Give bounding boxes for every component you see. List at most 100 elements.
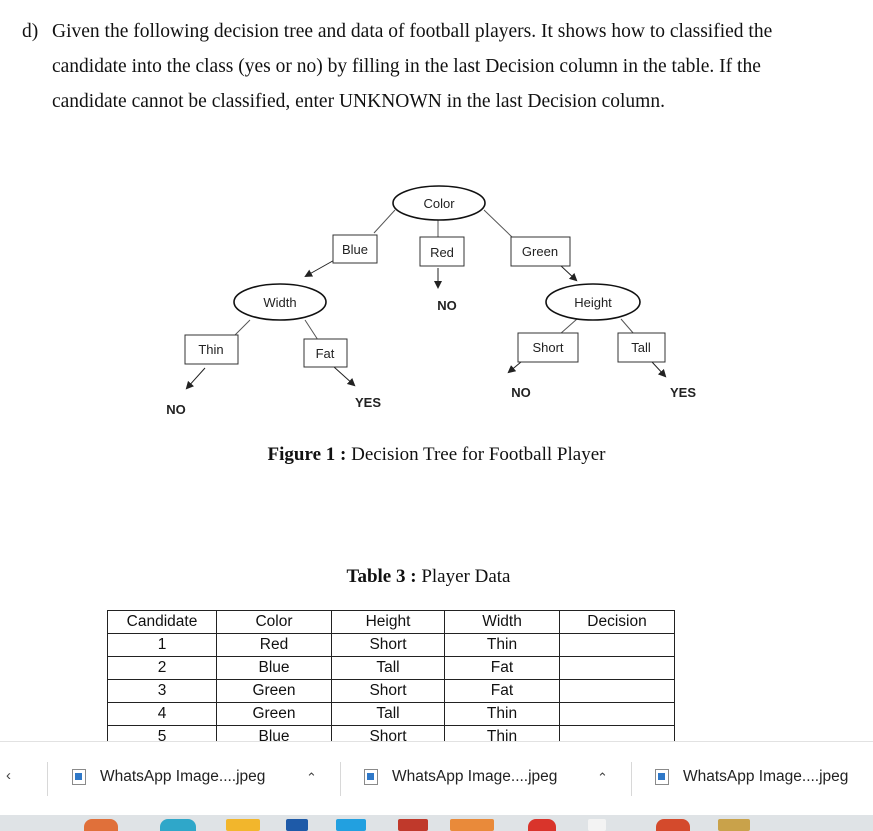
download-item[interactable]: WhatsApp Image....jpeg <box>364 768 557 786</box>
table-row: 5 Blue Short Thin <box>107 725 675 741</box>
branch-fat-label: Fat <box>316 346 335 361</box>
taskbar-app-icon[interactable] <box>286 819 308 831</box>
cell-height: Short <box>331 633 445 657</box>
cell-candidate: 1 <box>107 633 217 657</box>
cell-width: Thin <box>444 633 560 657</box>
download-item[interactable]: WhatsApp Image....jpeg <box>655 768 848 786</box>
cell-width: Thin <box>444 702 560 726</box>
cell-candidate: 4 <box>107 702 217 726</box>
chevron-left-icon[interactable]: ‹ <box>6 767 11 784</box>
branch-tall-label: Tall <box>631 340 651 355</box>
taskbar-app-icon[interactable] <box>336 819 366 831</box>
download-item-name: WhatsApp Image....jpeg <box>392 768 558 785</box>
table-row: 1 Red Short Thin <box>107 633 675 657</box>
cell-width: Fat <box>444 656 560 680</box>
shelf-divider <box>340 762 341 796</box>
shelf-divider <box>631 762 632 796</box>
node-color-label: Color <box>423 196 455 211</box>
cell-decision[interactable] <box>559 633 675 657</box>
chevron-up-icon[interactable]: ⌃ <box>306 770 317 785</box>
player-data-table: Candidate Color Height Width Decision 1 … <box>107 610 675 741</box>
table-row: 2 Blue Tall Fat <box>107 656 675 680</box>
taskbar-app-icon[interactable] <box>656 819 690 831</box>
cell-width: Fat <box>444 679 560 703</box>
branch-thin-label: Thin <box>198 342 223 357</box>
download-item-name: WhatsApp Image....jpeg <box>100 768 266 785</box>
branch-green-label: Green <box>522 244 558 259</box>
table-caption-text: Player Data <box>416 566 511 587</box>
node-width-label: Width <box>263 295 296 310</box>
table-caption-bold: Table 3 : <box>346 566 417 587</box>
cell-decision[interactable] <box>559 679 675 703</box>
branch-box <box>419 236 465 267</box>
taskbar-app-icon[interactable] <box>450 819 494 831</box>
cell-color: Blue <box>216 656 332 680</box>
leaf-fat-label: YES <box>355 395 381 410</box>
leaf-short-label: NO <box>511 385 531 400</box>
taskbar-app-icon[interactable] <box>226 819 260 831</box>
cell-decision[interactable] <box>559 656 675 680</box>
branch-blue-label: Blue <box>342 242 368 257</box>
branch-box <box>184 334 239 365</box>
table-caption: Table 3 : Player Data <box>0 566 865 588</box>
header-width: Width <box>444 610 560 634</box>
cell-width: Thin <box>444 725 560 741</box>
taskbar-app-icon[interactable] <box>84 819 118 831</box>
table-header-row: Candidate Color Height Width Decision <box>107 610 675 634</box>
table-row: 4 Green Tall Thin <box>107 702 675 726</box>
chevron-up-icon[interactable]: ⌃ <box>597 770 608 785</box>
branch-box <box>303 338 348 368</box>
cell-color: Green <box>216 702 332 726</box>
figure-caption-text: Decision Tree for Football Player <box>346 444 606 465</box>
table-viewport: Candidate Color Height Width Decision 1 … <box>0 600 873 741</box>
download-item-name: WhatsApp Image....jpeg <box>683 768 849 785</box>
width-node-ellipse <box>233 283 327 321</box>
shelf-divider <box>47 762 48 796</box>
branch-red-label: Red <box>430 245 454 260</box>
image-file-icon <box>364 769 378 785</box>
cell-candidate: 5 <box>107 725 217 741</box>
taskbar-app-icon[interactable] <box>718 819 750 831</box>
branch-short-label: Short <box>532 340 563 355</box>
decision-tree-diagram: Color Blue Red Green Width Height Thin F… <box>166 185 696 417</box>
cell-color: Red <box>216 633 332 657</box>
taskbar-app-icon[interactable] <box>398 819 428 831</box>
branch-box <box>517 332 579 363</box>
leaf-thin-label: NO <box>166 402 186 417</box>
cell-color: Green <box>216 679 332 703</box>
figure-caption: Figure 1 : Decision Tree for Football Pl… <box>0 444 873 466</box>
question-label: d) <box>22 21 39 42</box>
cell-candidate: 2 <box>107 656 217 680</box>
header-candidate: Candidate <box>107 610 217 634</box>
question-line: Given the following decision tree and da… <box>52 21 773 42</box>
header-decision: Decision <box>559 610 675 634</box>
cell-height: Short <box>331 725 445 741</box>
root-node-ellipse <box>392 185 486 221</box>
os-taskbar <box>0 815 873 831</box>
image-file-icon <box>655 769 669 785</box>
cell-decision[interactable] <box>559 725 675 741</box>
header-height: Height <box>331 610 445 634</box>
question-line: candidate cannot be classified, enter UN… <box>52 91 665 112</box>
height-node-ellipse <box>545 283 641 321</box>
download-shelf: ‹ WhatsApp Image....jpeg ⌃ WhatsApp Imag… <box>0 741 873 816</box>
branch-box <box>510 236 571 267</box>
question-line: candidate into the class (yes or no) by … <box>52 56 761 77</box>
taskbar-app-icon[interactable] <box>588 819 606 831</box>
branch-box <box>332 234 378 264</box>
cell-candidate: 3 <box>107 679 217 703</box>
cell-height: Tall <box>331 656 445 680</box>
download-item[interactable]: WhatsApp Image....jpeg <box>72 768 265 786</box>
node-height-label: Height <box>574 295 612 310</box>
branch-box <box>617 332 666 363</box>
cell-color: Blue <box>216 725 332 741</box>
leaf-red-label: NO <box>437 298 457 313</box>
cell-height: Short <box>331 679 445 703</box>
table-row: 3 Green Short Fat <box>107 679 675 703</box>
taskbar-app-icon[interactable] <box>160 819 196 831</box>
cell-decision[interactable] <box>559 702 675 726</box>
leaf-tall-label: YES <box>670 385 696 400</box>
header-color: Color <box>216 610 332 634</box>
taskbar-app-icon[interactable] <box>528 819 556 831</box>
cell-height: Tall <box>331 702 445 726</box>
